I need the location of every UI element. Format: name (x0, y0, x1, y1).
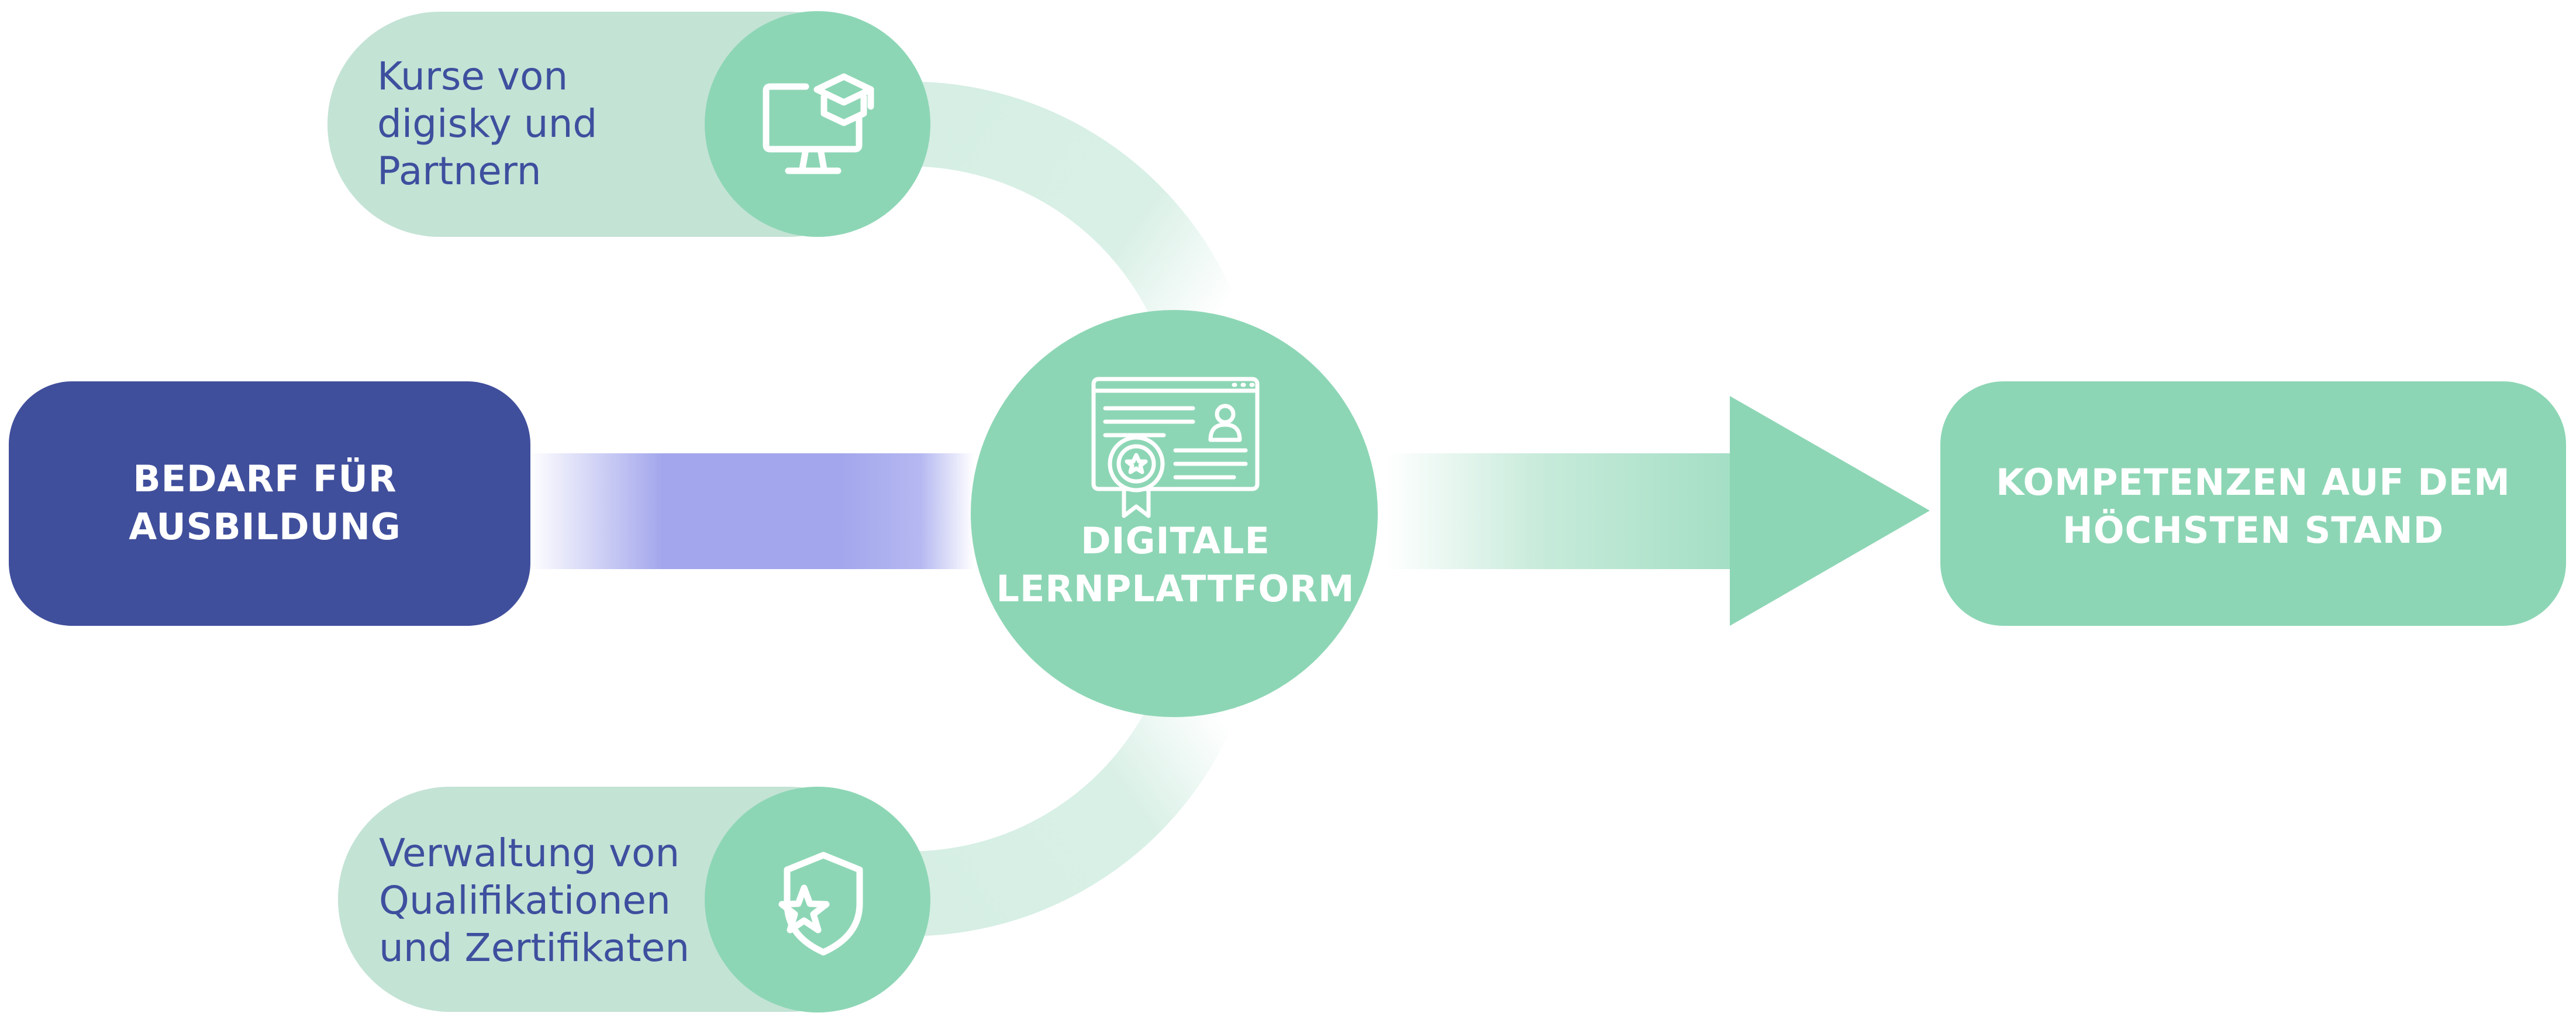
need-to-hub-band (529, 453, 974, 569)
hub-circle (971, 310, 1378, 717)
result-box (1940, 381, 2566, 626)
need-label: BEDARF FÜR AUSBILDUNG (129, 457, 401, 548)
courses-icon-circle (705, 11, 930, 237)
hub-label: DIGITALE LERNPLATTFORM (996, 519, 1355, 610)
admin-label: Verwaltung von Qualifikationen und Zerti… (379, 831, 690, 970)
monitor-graduation-cap-icon (763, 73, 874, 174)
courses-label: Kurse von digisky und Partnern (377, 54, 598, 194)
need-box (9, 381, 530, 626)
admin-icon-circle (705, 787, 930, 1012)
arc-admin-to-hub (873, 680, 1239, 936)
arc-courses-to-hub (873, 81, 1239, 337)
result-label: KOMPETENZEN AUF DEM HÖCHSTEN STAND (1996, 461, 2511, 552)
shield-star-icon (778, 852, 863, 956)
certificate-icon (1091, 377, 1260, 518)
arrow-shaft (1386, 453, 1737, 569)
arrow-head (1730, 396, 1930, 626)
